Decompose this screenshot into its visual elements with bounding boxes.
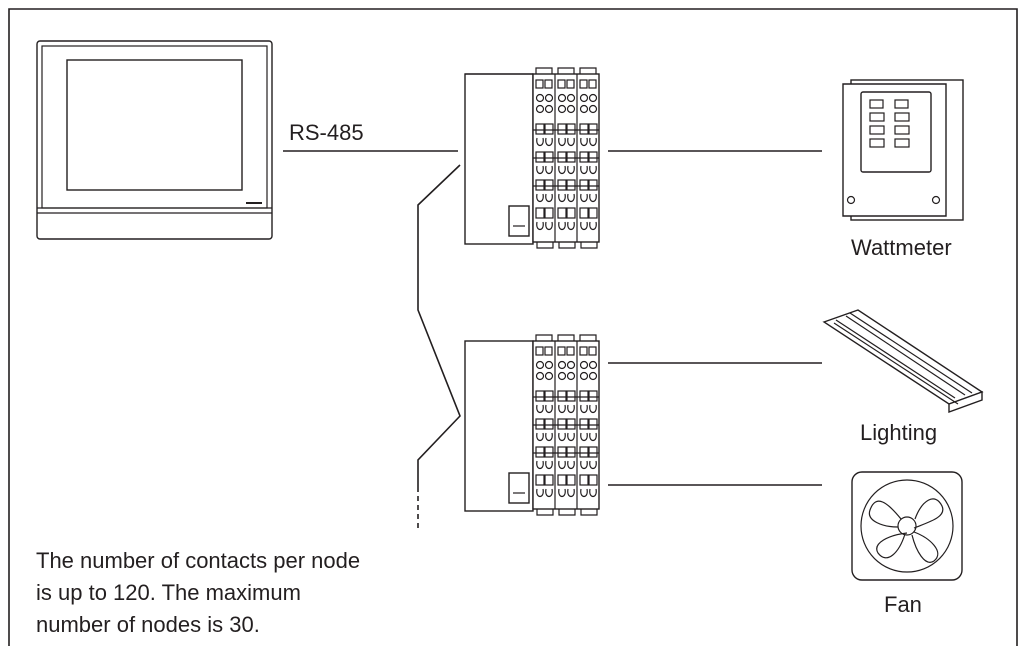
fan-label: Fan [884,592,922,617]
io-node-1 [464,67,600,249]
io-node-2 [464,334,600,516]
node-limit-note: The number of contacts per node is up to… [36,548,360,637]
bus-label: RS-485 [289,120,364,145]
rs485-bus [283,150,461,530]
note-line-2: is up to 120. The maximum [36,580,301,605]
note-line-3: number of nodes is 30. [36,612,260,637]
fan-icon [851,471,963,581]
diagram-border [8,8,1018,646]
lighting-label: Lighting [860,420,937,445]
touch-panel-hmi [36,40,273,240]
lighting-icon [822,309,984,413]
device-connections [608,150,822,486]
wattmeter-label: Wattmeter [851,235,952,260]
note-line-1: The number of contacts per node [36,548,360,573]
wattmeter-icon [842,79,964,221]
